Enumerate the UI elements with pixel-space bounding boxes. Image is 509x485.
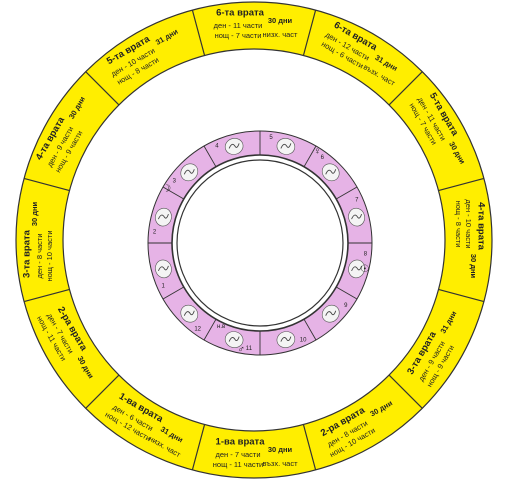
gate-gate-label: 3-та врата	[22, 229, 33, 278]
inner-extra-label: н.в	[217, 324, 225, 330]
gate-night-label: нощ - 8 части	[454, 201, 463, 248]
gate-days-label: 30 дни	[30, 201, 39, 226]
gate-days-label: 30 дни	[268, 16, 293, 25]
gate-day-label: ден - 7 части	[215, 450, 260, 459]
gate-days-label: 30 дни	[268, 445, 293, 454]
zodiac-number: 10	[300, 337, 307, 343]
gate-night-label: нощ - 11 части	[213, 460, 263, 469]
gate-day-label: ден - 11 части	[214, 21, 263, 30]
gate-note-label: низх. част	[263, 30, 299, 39]
planet-symbol: ♀	[313, 146, 321, 157]
gate-day-label: ден - 10 части	[464, 199, 473, 248]
zodiac-number: 12	[194, 326, 201, 332]
planet-symbol: ☽	[162, 184, 171, 195]
gate-gate-label: 4-та врата	[475, 202, 486, 251]
planet-symbol: ♂	[238, 344, 246, 355]
gate-day-label: ден - 8 части	[35, 233, 44, 278]
gate-night-label: нощ - 10 части	[45, 230, 54, 281]
gate-gate-label: 1-ва врата	[216, 437, 266, 448]
inner-ring-hole	[172, 155, 348, 331]
gate-days-label: 30 дни	[469, 254, 478, 279]
gate-gate-label: 6-та врата	[216, 8, 265, 19]
zodiac-number: 11	[246, 346, 253, 352]
planet-symbol: ☉	[360, 264, 369, 275]
gate-night-label: нощ - 7 части	[215, 31, 262, 40]
gate-note-label: възх. част	[262, 459, 298, 468]
